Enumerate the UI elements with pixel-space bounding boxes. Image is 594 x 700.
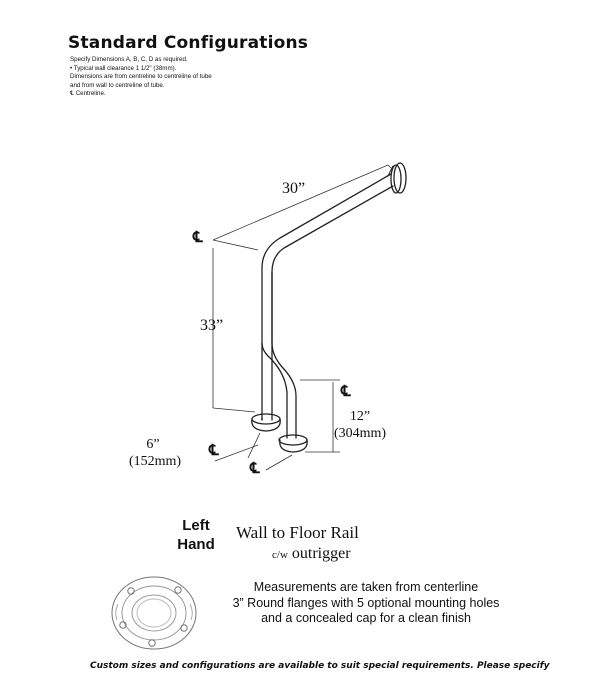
dim-line-top <box>212 164 389 241</box>
hand-label: Left Hand <box>170 516 222 554</box>
dim-line-offset <box>214 444 259 462</box>
dimension-offset-inch: 6” <box>146 437 160 452</box>
dimension-top-label: 30” <box>282 180 306 197</box>
dimension-outrigger-mm: (304mm) <box>333 426 387 441</box>
description-line: 3” Round flanges with 5 optional mountin… <box>232 595 500 610</box>
specification-notes: Specify Dimensions A, B, C, D as require… <box>70 56 212 99</box>
floor-flange-outrigger <box>278 434 308 453</box>
note-line: and from wall to centreline of tube. <box>70 81 165 89</box>
centreline-marker: ℄ <box>250 461 260 477</box>
hand-label-line: Left <box>182 517 210 534</box>
product-name: Wall to Floor Rail <box>236 523 359 542</box>
dimension-outrigger-inch: 12” <box>349 409 371 424</box>
floor-flange-front <box>251 413 281 432</box>
centreline-marker: ℄ <box>193 230 203 246</box>
centreline-marker: ℄ <box>209 443 219 459</box>
product-option: c/w outrigger <box>272 545 351 563</box>
description-line: Measurements are taken from centerline <box>253 580 479 594</box>
note-line: Dimensions are from centreline to centre… <box>70 73 212 80</box>
wall-flange <box>387 162 407 194</box>
note-line: Specify Dimensions A, B, C, D as require… <box>70 56 188 63</box>
dimension-offset-mm: (152mm) <box>128 454 182 469</box>
description-line: and a concealed cap for a clean finish <box>261 611 471 625</box>
page-title: Standard Configurations <box>68 33 309 53</box>
note-line: • Typical wall clearance 1 1/2" (38mm). <box>70 64 177 72</box>
flange-description: Measurements are taken from centerline 3… <box>196 580 536 627</box>
centreline-marker: ℄ <box>341 384 351 400</box>
option-prefix: c/w <box>272 549 288 561</box>
dimension-height-label: 33” <box>200 317 224 334</box>
footer-note: Custom sizes and configurations are avai… <box>90 661 550 671</box>
grab-rail-tube <box>261 173 394 439</box>
round-flange-detail <box>111 576 197 650</box>
hand-label-line: Hand <box>177 536 215 553</box>
note-line: ℄ Centreline. <box>70 90 106 97</box>
option-suffix: outrigger <box>291 545 351 562</box>
